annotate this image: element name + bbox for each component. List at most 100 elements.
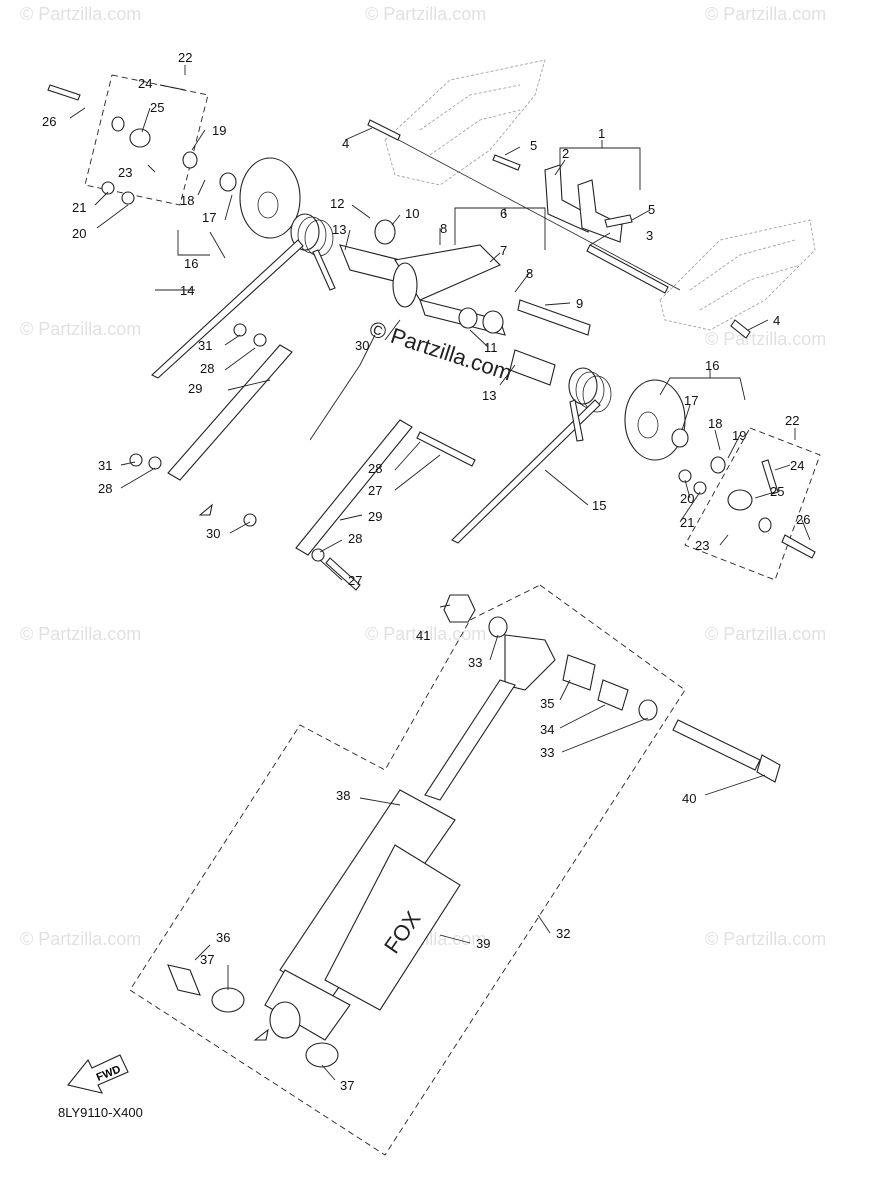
callout: 3	[646, 228, 653, 243]
callout: 28	[200, 361, 214, 376]
shock-absorber-38: FOX	[264, 634, 556, 1041]
callout: 8	[440, 221, 447, 236]
shaft-3	[379, 129, 681, 294]
callout: 40	[682, 791, 696, 806]
callout: 32	[556, 926, 570, 941]
callout: 16	[184, 256, 198, 271]
callout: 16	[705, 358, 719, 373]
fwd-arrow: FWD	[67, 1054, 129, 1094]
callout: 23	[118, 165, 132, 180]
callout: 17	[202, 210, 216, 225]
callout: 28	[368, 461, 382, 476]
callout: 4	[773, 313, 780, 328]
callout: 14	[180, 283, 194, 298]
link-plate-29	[167, 344, 413, 556]
assembly-box-22-right	[684, 427, 821, 581]
callout: 31	[98, 458, 112, 473]
callout: 38	[336, 788, 350, 803]
callout: 25	[150, 100, 164, 115]
torsion-spring-14	[151, 213, 336, 379]
callout: 5	[530, 138, 537, 153]
callout: 18	[180, 193, 194, 208]
pivot-arm-6	[339, 244, 506, 336]
watermark-grid: © Partzilla.com © Partzilla.com © Partzi…	[20, 4, 826, 949]
watermark: © Partzilla.com	[20, 4, 141, 24]
callout: 25	[770, 484, 784, 499]
callout: 29	[188, 381, 202, 396]
callout: 33	[540, 745, 554, 760]
callout: 21	[72, 200, 86, 215]
torsion-spring-15	[451, 367, 612, 544]
ghost-frame-rails	[384, 59, 816, 331]
bushing-10	[374, 219, 396, 245]
shock-hardware	[167, 594, 781, 1068]
callout: 5	[648, 202, 655, 217]
arrow-marker	[198, 503, 213, 516]
callout: 13	[482, 388, 496, 403]
callout: 28	[348, 531, 362, 546]
callout: 17	[684, 393, 698, 408]
callout: 37	[340, 1078, 354, 1093]
small-hardware	[47, 84, 816, 591]
callout: 9	[576, 296, 583, 311]
watermark: © Partzilla.com	[365, 624, 486, 644]
shock-box-32	[129, 584, 686, 1156]
callout: 6	[500, 206, 507, 221]
callout: 18	[708, 416, 722, 431]
callout: 24	[138, 76, 152, 91]
callout: 33	[468, 655, 482, 670]
callout: 15	[592, 498, 606, 513]
callout: 1	[598, 126, 605, 141]
callout: 8	[526, 266, 533, 281]
callout: 34	[540, 722, 554, 737]
watermark: © Partzilla.com	[705, 624, 826, 644]
idler-wheel-left	[182, 151, 301, 239]
callout: 39	[476, 936, 490, 951]
callout: 7	[500, 243, 507, 258]
callout: 37	[200, 952, 214, 967]
callout: 21	[680, 515, 694, 530]
bracket-1	[544, 164, 623, 243]
callout: 29	[368, 509, 382, 524]
callout: 12	[330, 196, 344, 211]
callout-labels: 1 2 3 4 4 5 5 6 7 8 8 9 10 11 12 13 13 1…	[42, 50, 810, 1093]
callout: 41	[416, 628, 430, 643]
callout: 11	[484, 340, 498, 355]
watermark: © Partzilla.com	[705, 329, 826, 349]
pin-9	[517, 299, 591, 336]
watermark: © Partzilla.com	[20, 624, 141, 644]
callout: 27	[348, 573, 362, 588]
watermark: © Partzilla.com	[20, 319, 141, 339]
collar-13	[509, 349, 556, 386]
callout: 10	[405, 206, 419, 221]
callout: 24	[790, 458, 804, 473]
callout: 31	[198, 338, 212, 353]
watermark: © Partzilla.com	[20, 929, 141, 949]
diagram-code: 8LY9110-X400	[58, 1105, 143, 1120]
callout: 22	[785, 413, 799, 428]
callout: 28	[98, 481, 112, 496]
callout: 30	[206, 526, 220, 541]
callout: 20	[72, 226, 86, 241]
callout: 2	[562, 146, 569, 161]
callout: 36	[216, 930, 230, 945]
callout: 30	[355, 338, 369, 353]
callout: 20	[680, 491, 694, 506]
callout: 23	[695, 538, 709, 553]
callout: 26	[796, 512, 810, 527]
callout: 19	[732, 428, 746, 443]
callout: 19	[212, 123, 226, 138]
callout: 26	[42, 114, 56, 129]
callout: 22	[178, 50, 192, 65]
leader-lines	[69, 65, 811, 1081]
watermark: © Partzilla.com	[705, 929, 826, 949]
arrow-marker	[253, 1028, 269, 1041]
watermark: © Partzilla.com	[365, 4, 486, 24]
watermark: © Partzilla.com	[705, 4, 826, 24]
callout: 13	[332, 222, 346, 237]
callout: 35	[540, 696, 554, 711]
callout: 4	[342, 136, 349, 151]
idler-wheel-right	[624, 379, 726, 474]
callout: 27	[368, 483, 382, 498]
